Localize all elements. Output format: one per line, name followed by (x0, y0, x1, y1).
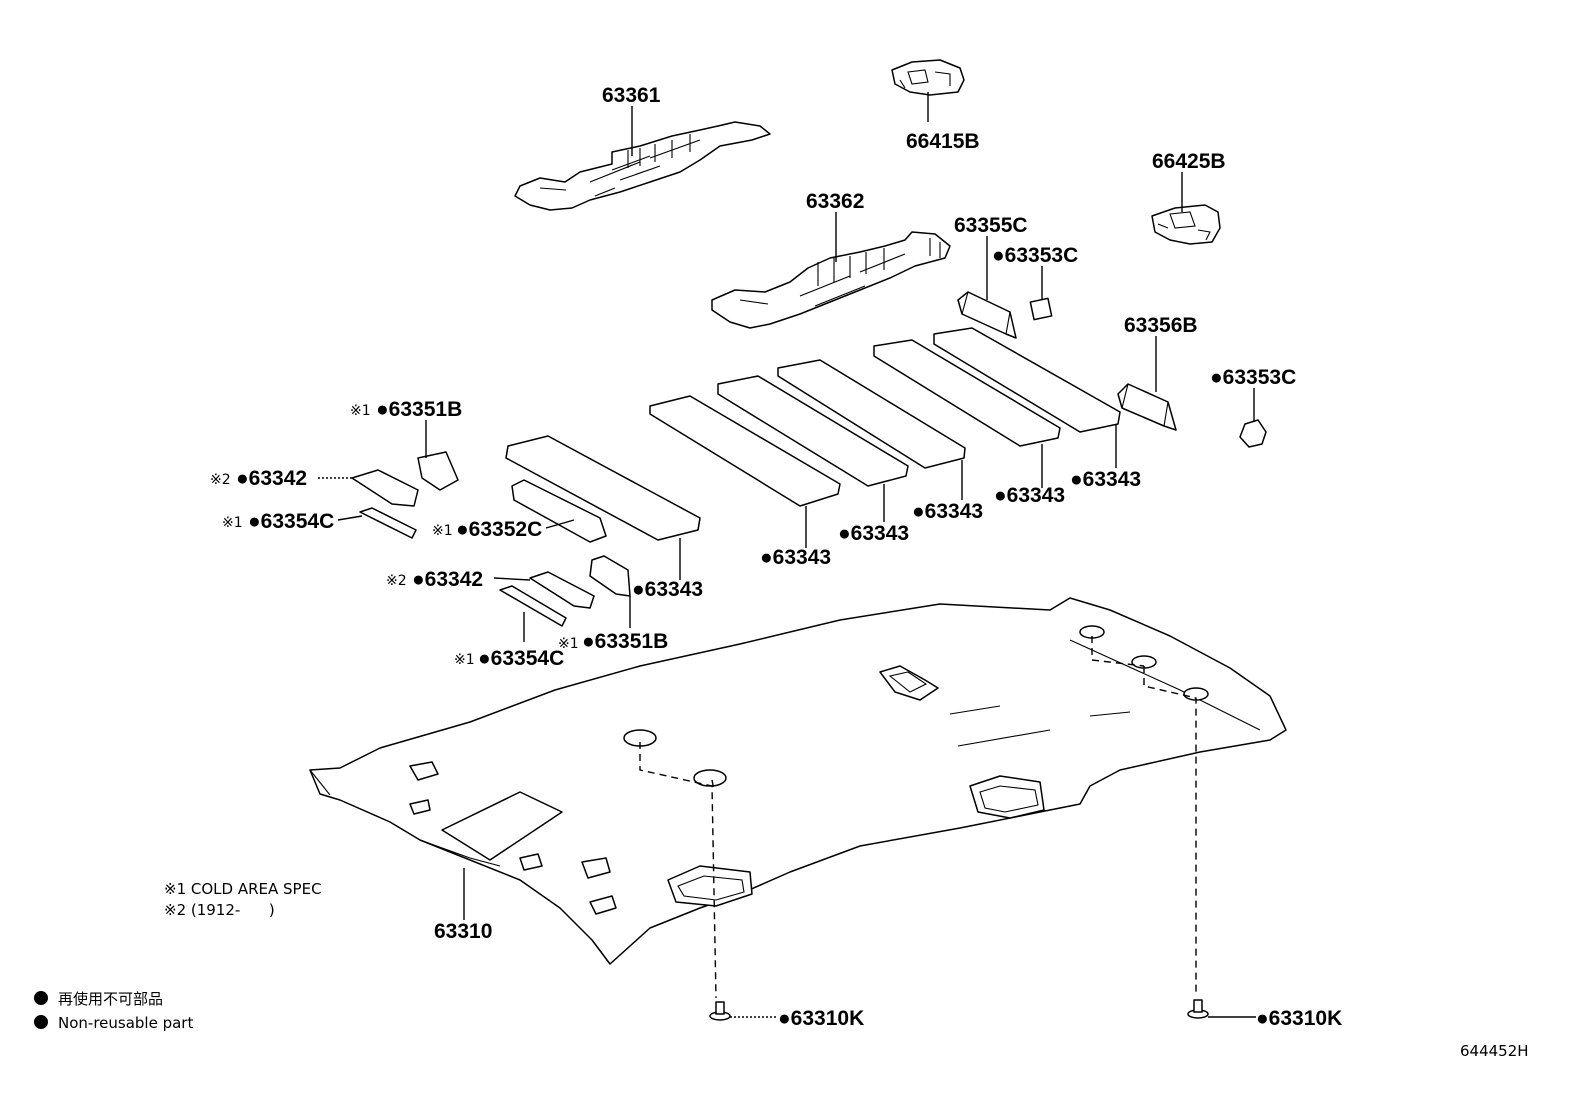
strip-3 (717, 375, 909, 487)
part-66425B-bracket (1151, 204, 1221, 245)
label-66415B: 66415B (906, 130, 980, 153)
clip-63310K-right (1187, 999, 1209, 1019)
prefix-63342-a: ※2 (210, 472, 231, 488)
label-63353C-b: ●63353C (1210, 366, 1296, 389)
label-63343-a: ●63343 (632, 578, 703, 601)
legend-en: Non-reusable part (58, 1014, 193, 1032)
pad-63351B-upper (417, 451, 459, 491)
label-63361: 63361 (602, 84, 661, 107)
diagram-id: 644452H (1460, 1042, 1529, 1060)
part-63356B-block (1117, 383, 1177, 431)
label-63343-c: ●63343 (838, 522, 909, 545)
strip-2 (649, 395, 841, 507)
label-63343-f: ●63343 (1070, 468, 1141, 491)
prefix-63351B-b: ※1 (558, 636, 579, 652)
label-66425B: 66425B (1152, 150, 1226, 173)
prefix-63352C: ※1 (432, 523, 453, 539)
strip-6 (933, 327, 1121, 433)
note-date-range: ※2 (1912- ) (164, 901, 275, 919)
label-63310K-a: ●63310K (778, 1007, 864, 1030)
prefix-63342-b: ※2 (386, 573, 407, 589)
label-63354C-b: ●63354C (478, 647, 564, 670)
pad-63342-lower (529, 571, 595, 609)
label-63354C-a: ●63354C (248, 510, 334, 533)
part-63361-bracket (514, 121, 771, 211)
pad-63352C (511, 479, 607, 543)
pad-63354C-upper (359, 507, 417, 539)
label-63355C: 63355C (954, 214, 1028, 237)
legend: 再使用不可部品 Non-reusable part (34, 990, 193, 1032)
pad-63342-upper (351, 469, 419, 507)
label-63351B-b: ●63351B (582, 630, 668, 653)
strip-5 (873, 339, 1061, 447)
label-63356B: 63356B (1124, 314, 1198, 337)
legend-jp: 再使用不可部品 (58, 990, 163, 1008)
absorber-strips-63343 (505, 327, 1121, 541)
part-63310-headliner (309, 597, 1287, 965)
left-small-pads (351, 451, 631, 627)
part-63362-bracket (711, 231, 951, 329)
label-63343-d: ●63343 (912, 500, 983, 523)
clip-63310K-left (709, 1001, 731, 1021)
prefix-63354C-b: ※1 (454, 652, 475, 668)
label-63343-e: ●63343 (994, 484, 1065, 507)
legend-dot-icon-en (34, 1015, 48, 1029)
part-66415B-bracket (891, 59, 965, 96)
pad-63351B-lower (589, 555, 631, 597)
part-63353C-pad (1029, 297, 1053, 321)
prefix-63354C-a: ※1 (222, 515, 243, 531)
label-63351B-a: ●63351B (376, 398, 462, 421)
strip-4 (777, 359, 966, 469)
legend-dot-icon-jp (34, 991, 48, 1005)
label-63343-b: ●63343 (760, 546, 831, 569)
part-63355C-block (957, 291, 1017, 339)
label-63310K-b: ●63310K (1256, 1007, 1342, 1030)
note-cold-area: ※1 COLD AREA SPEC (164, 880, 322, 898)
label-63342-a: ●63342 (236, 467, 307, 490)
installation-dashed-lines (639, 636, 1197, 999)
label-63342-b: ●63342 (412, 568, 483, 591)
sunroof-opening (441, 791, 563, 861)
part-63353C-hex (1239, 419, 1267, 448)
leader-lines (318, 92, 1256, 1018)
label-63353C-a: ●63353C (992, 244, 1078, 267)
prefix-63351B-a: ※1 (350, 403, 371, 419)
label-63310: 63310 (434, 920, 492, 943)
label-63352C: ●63352C (456, 518, 542, 541)
pad-63354C-lower (499, 585, 567, 627)
label-63362: 63362 (806, 190, 864, 213)
